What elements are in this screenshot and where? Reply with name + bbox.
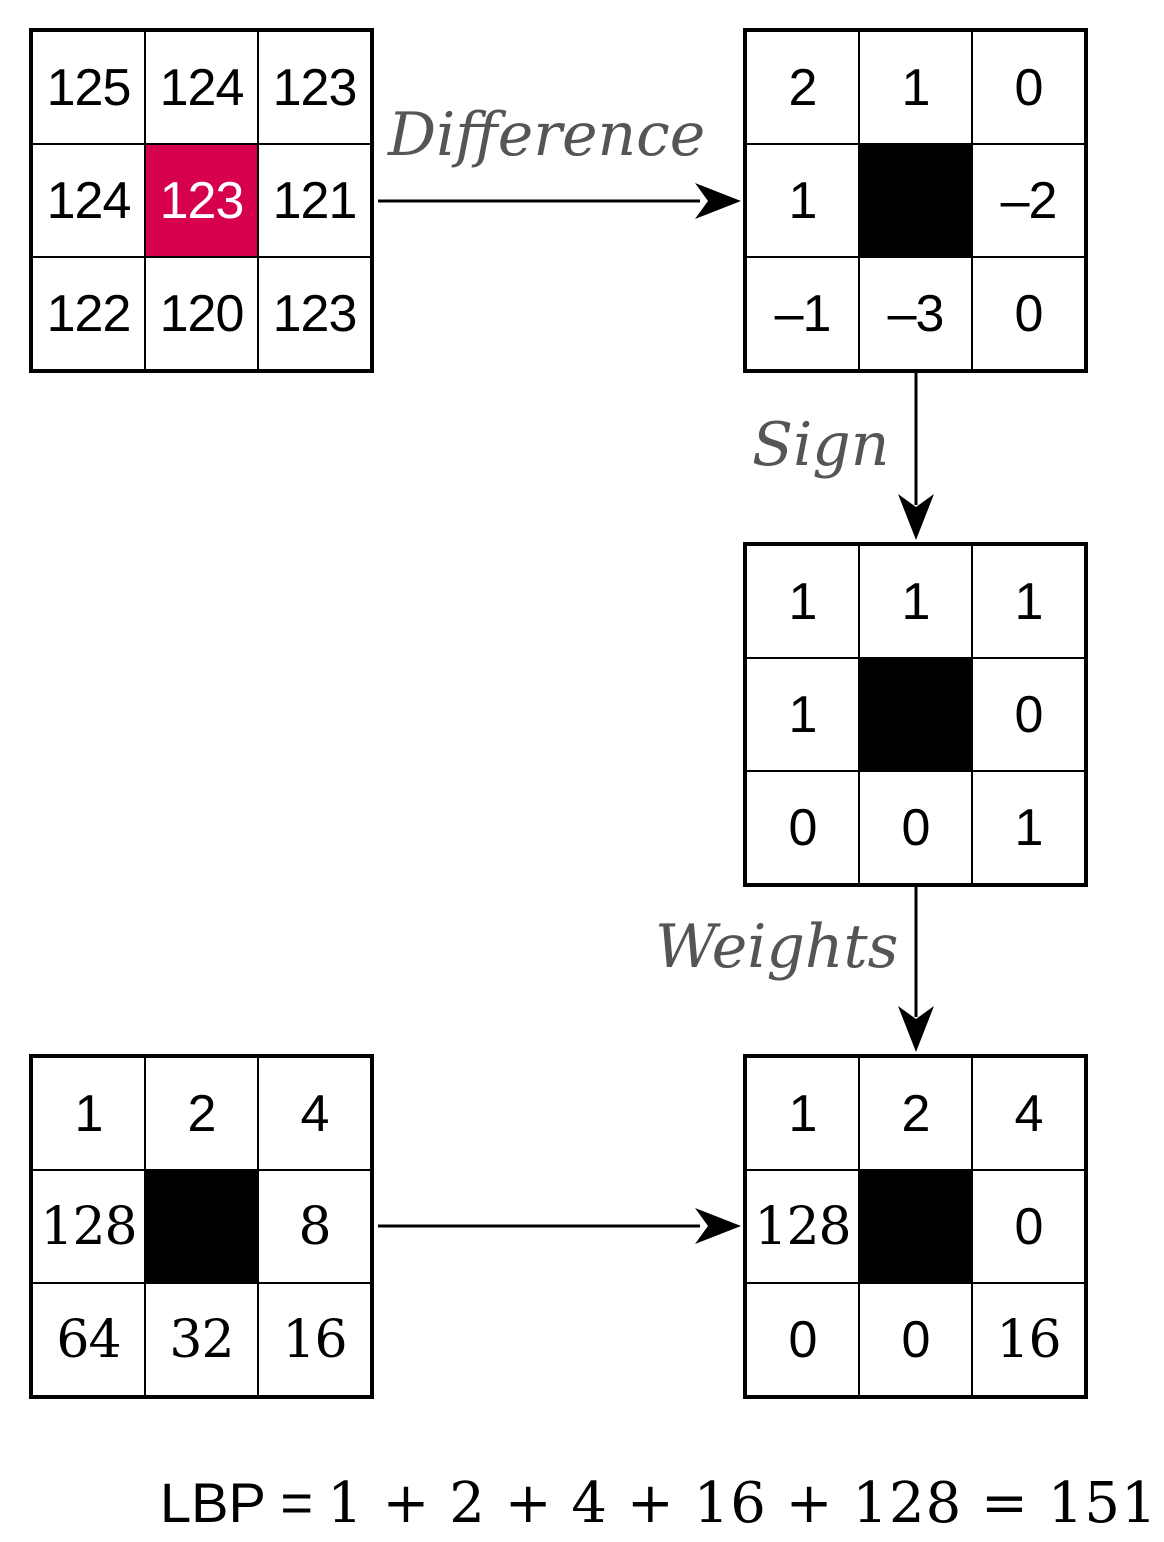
weight-cell: 1 bbox=[32, 1057, 145, 1170]
weight-cell: 8 bbox=[258, 1170, 371, 1283]
input-cell: 125 bbox=[32, 31, 145, 144]
weight-cell: 2 bbox=[145, 1057, 258, 1170]
input-cell: 120 bbox=[145, 257, 258, 370]
sign-cell: 0 bbox=[972, 658, 1085, 771]
result-center-cell bbox=[859, 1170, 972, 1283]
result-cell: 4 bbox=[972, 1057, 1085, 1170]
difference-cell: 0 bbox=[972, 31, 1085, 144]
difference-cell: –2 bbox=[972, 144, 1085, 257]
input-cell: 124 bbox=[145, 31, 258, 144]
sign-cell: 0 bbox=[859, 771, 972, 884]
weight-cell: 16 bbox=[258, 1283, 371, 1396]
input-cell: 123 bbox=[258, 31, 371, 144]
input-grid: 125 124 123 124 123 121 122 120 123 bbox=[29, 28, 374, 373]
weight-cell: 64 bbox=[32, 1283, 145, 1396]
weights-grid: 1 2 4 128 8 64 32 16 bbox=[29, 1054, 374, 1399]
sign-cell: 1 bbox=[972, 771, 1085, 884]
sign-cell: 1 bbox=[746, 545, 859, 658]
input-cell: 124 bbox=[32, 144, 145, 257]
difference-label: Difference bbox=[388, 100, 706, 170]
result-cell: 0 bbox=[972, 1170, 1085, 1283]
arrow-difference bbox=[378, 183, 741, 219]
input-cell: 121 bbox=[258, 144, 371, 257]
weights-center-cell bbox=[145, 1170, 258, 1283]
weight-cell: 32 bbox=[145, 1283, 258, 1396]
sign-cell: 1 bbox=[972, 545, 1085, 658]
weight-cell: 128 bbox=[32, 1170, 145, 1283]
sign-grid: 1 1 1 1 0 0 0 1 bbox=[743, 542, 1088, 887]
sign-center-cell bbox=[859, 658, 972, 771]
difference-cell: 1 bbox=[859, 31, 972, 144]
difference-cell: 0 bbox=[972, 257, 1085, 370]
sign-label: Sign bbox=[752, 410, 890, 480]
difference-center-cell bbox=[859, 144, 972, 257]
arrow-sign bbox=[898, 373, 934, 540]
result-cell: 1 bbox=[746, 1057, 859, 1170]
sign-cell: 1 bbox=[859, 545, 972, 658]
input-cell: 122 bbox=[32, 257, 145, 370]
result-cell: 0 bbox=[859, 1283, 972, 1396]
formula-lhs: LBP = bbox=[160, 1471, 314, 1534]
difference-cell: –1 bbox=[746, 257, 859, 370]
result-cell: 16 bbox=[972, 1283, 1085, 1396]
lbp-formula: LBP = 1 + 2 + 4 + 16 + 128 = 151 bbox=[160, 1470, 1158, 1536]
difference-cell: 1 bbox=[746, 144, 859, 257]
difference-cell: –3 bbox=[859, 257, 972, 370]
sign-cell: 1 bbox=[746, 658, 859, 771]
difference-cell: 2 bbox=[746, 31, 859, 144]
input-cell: 123 bbox=[258, 257, 371, 370]
formula-rhs: 1 + 2 + 4 + 16 + 128 = 151 bbox=[327, 1471, 1158, 1536]
arrow-weights bbox=[898, 887, 934, 1052]
difference-grid: 2 1 0 1 –2 –1 –3 0 bbox=[743, 28, 1088, 373]
input-center-cell: 123 bbox=[145, 144, 258, 257]
sign-cell: 0 bbox=[746, 771, 859, 884]
result-grid: 1 2 4 128 0 0 0 16 bbox=[743, 1054, 1088, 1399]
weights-label: Weights bbox=[655, 912, 899, 982]
weight-cell: 4 bbox=[258, 1057, 371, 1170]
arrow-combine bbox=[378, 1208, 741, 1244]
result-cell: 2 bbox=[859, 1057, 972, 1170]
result-cell: 128 bbox=[746, 1170, 859, 1283]
result-cell: 0 bbox=[746, 1283, 859, 1396]
